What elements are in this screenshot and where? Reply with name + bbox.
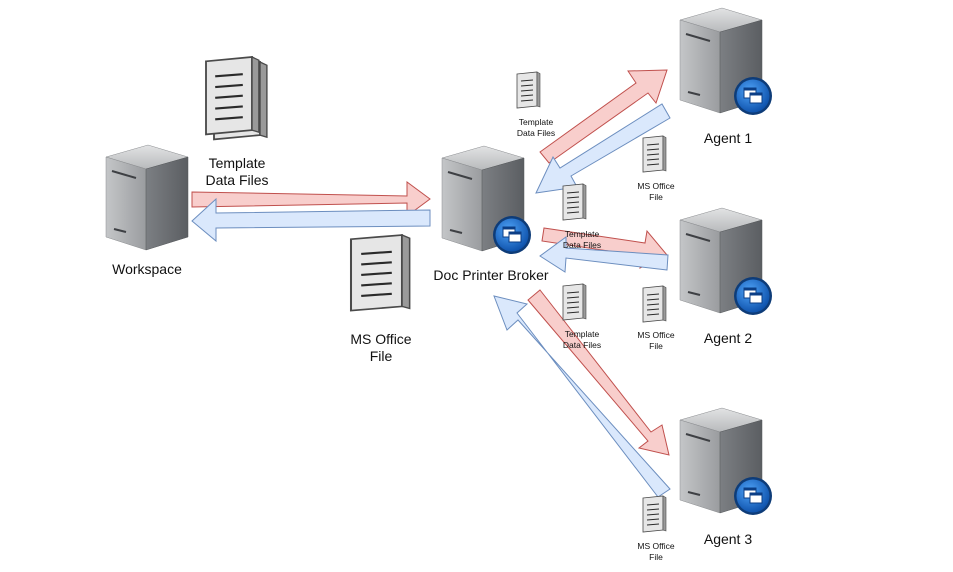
response-arrow-agent3-broker [493,295,671,498]
windows-app-badge-icon [733,276,773,316]
response-arrow-agent2-broker [539,236,669,273]
template-data-files-label: Template Data Files [562,329,602,350]
agent1-server-icon [679,7,773,116]
document-icon [204,55,269,141]
document-icon [642,285,667,323]
ms-office-file-label: MS Office File [637,330,675,351]
workspace-server-icon [105,144,189,251]
document-icon [642,135,667,173]
agent3-label: Agent 3 [703,531,753,547]
document-icon [562,283,587,321]
template-data-files-label: Template Data Files [205,155,269,188]
document-icon [642,495,667,533]
template-data-files-label: Template Data Files [516,117,556,138]
windows-app-badge-icon [733,476,773,516]
ms-office-file-label: MS Office File [637,541,675,562]
agent2-label: Agent 2 [703,330,753,346]
document-icon [562,183,587,221]
agent2-server-icon [679,207,773,316]
workspace-label: Workspace [112,261,182,277]
windows-app-badge-icon [492,215,532,255]
response-arrow-broker-workspace [191,197,431,243]
request-arrow-broker-agent3 [527,289,670,456]
request-arrow-broker-agent1 [539,69,668,164]
document-icon [349,233,411,312]
response-arrow-agent1-broker [535,103,671,194]
ms-office-file-label: MS Office File [637,181,675,202]
windows-app-badge-icon [733,76,773,116]
ms-office-file-label: MS Office File [350,331,412,364]
broker-label: Doc Printer Broker [433,267,549,283]
broker-server-icon [441,145,532,255]
agent3-server-icon [679,407,773,516]
template-data-files-label: Template Data Files [562,229,602,250]
request-arrow-workspace-broker [191,181,431,217]
document-icon [516,71,541,109]
agent1-label: Agent 1 [703,130,753,146]
